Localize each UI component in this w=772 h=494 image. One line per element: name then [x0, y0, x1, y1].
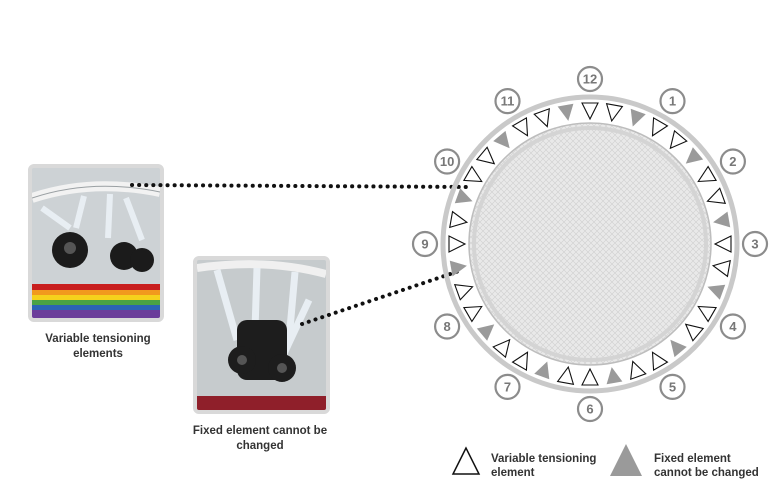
- variable-element-marker: [556, 365, 575, 385]
- caption-variable-tensioning: Variable tensioning elements: [45, 333, 151, 360]
- frame-ring: [440, 94, 740, 394]
- clock-label-10: 10: [434, 148, 461, 175]
- clock-label-12: 12: [576, 65, 604, 93]
- clock-label-circle: [494, 88, 521, 115]
- fixed-element-marker: [606, 367, 623, 385]
- clock-label-text: 2: [729, 154, 736, 169]
- variable-element-marker: [706, 187, 727, 204]
- clock-label-2: 2: [719, 148, 746, 175]
- variable-element-marker: [713, 235, 732, 253]
- variable-element-marker: [475, 146, 496, 165]
- variable-element-marker: [492, 338, 511, 359]
- clock-label-1: 1: [659, 88, 686, 115]
- variable-element-marker: [581, 102, 599, 121]
- variable-triangle-icon: [451, 446, 481, 475]
- variable-element-marker: [453, 284, 474, 301]
- clock-label-circle: [411, 230, 439, 258]
- dotted-leader-line: [130, 183, 472, 189]
- clock-label-5: 5: [659, 373, 686, 400]
- variable-element-marker: [651, 351, 669, 372]
- clock-label-text: 5: [669, 379, 676, 394]
- fixed-element-marker: [630, 108, 646, 127]
- variable-element-marker: [511, 351, 529, 372]
- clock-label-4: 4: [719, 313, 746, 340]
- fixed-element-marker: [557, 103, 574, 121]
- clock-label-7: 7: [494, 373, 521, 400]
- variable-element-marker: [669, 129, 688, 150]
- clock-label-11: 11: [494, 88, 521, 115]
- clock-label-text: 6: [586, 402, 593, 417]
- variable-element-marker: [651, 116, 669, 137]
- fixed-element-marker: [707, 284, 726, 300]
- photo-fixed-illustration: [197, 260, 326, 410]
- variable-element-marker: [449, 210, 469, 229]
- variable-element-marker: [462, 165, 483, 183]
- clock-label-text: 3: [751, 237, 758, 252]
- dotted-leader-line: [300, 268, 464, 326]
- clock-label-circle: [434, 313, 461, 340]
- clock-label-circle: [494, 373, 521, 400]
- variable-element-marker: [462, 305, 483, 323]
- fixed-element-marker: [449, 260, 467, 277]
- variable-element-marker: [581, 367, 599, 386]
- variable-element-marker: [630, 360, 647, 381]
- fixed-element-marker: [534, 361, 550, 380]
- clock-label-text: 7: [504, 379, 511, 394]
- clock-label-8: 8: [434, 313, 461, 340]
- variable-element-marker: [684, 323, 705, 342]
- variable-element-marker: [711, 259, 731, 278]
- variable-element-marker: [697, 305, 718, 323]
- fixed-element-marker: [713, 211, 731, 228]
- clock-label-circle: [434, 148, 461, 175]
- photo-variable-illustration: [32, 168, 160, 318]
- clock-label-9: 9: [411, 230, 439, 258]
- variable-element-marker: [605, 103, 624, 123]
- variable-element-marker: [697, 165, 718, 183]
- clock-label-text: 9: [421, 237, 428, 252]
- legend-fixed-label: Fixed element cannot be changed: [654, 453, 759, 479]
- clock-label-text: 10: [440, 154, 454, 169]
- clock-label-3: 3: [741, 230, 769, 258]
- fixed-element-marker: [476, 324, 495, 341]
- caption-fixed-element: Fixed element cannot be changed: [192, 425, 328, 452]
- clock-label-circle: [659, 88, 686, 115]
- fixed-element-marker: [454, 188, 473, 204]
- photo-variable-tensioning: [28, 164, 164, 322]
- fixed-triangle-icon: [610, 444, 642, 476]
- clock-label-circle: [659, 373, 686, 400]
- clock-label-text: 1: [669, 94, 676, 109]
- clock-label-text: 8: [443, 319, 450, 334]
- variable-element-marker: [533, 107, 550, 128]
- jumping-mat: [468, 122, 712, 366]
- variable-element-marker: [448, 235, 467, 253]
- clock-label-text: 4: [729, 319, 737, 334]
- clock-label-circle: [719, 313, 746, 340]
- variable-element-marker: [511, 116, 529, 137]
- legend-variable-label: Variable tensioning element: [491, 453, 597, 479]
- fixed-element-marker: [685, 147, 704, 164]
- clock-label-6: 6: [576, 395, 604, 423]
- clock-label-circle: [576, 395, 604, 423]
- photo-fixed-element: [193, 256, 330, 414]
- clock-label-text: 12: [583, 72, 597, 87]
- fixed-element-marker: [670, 339, 687, 358]
- mat-edge-band: [472, 126, 708, 362]
- clock-label-text: 11: [501, 94, 515, 109]
- clock-label-circle: [576, 65, 604, 93]
- fixed-element-marker: [493, 130, 510, 149]
- clock-label-circle: [741, 230, 769, 258]
- clock-label-circle: [719, 148, 746, 175]
